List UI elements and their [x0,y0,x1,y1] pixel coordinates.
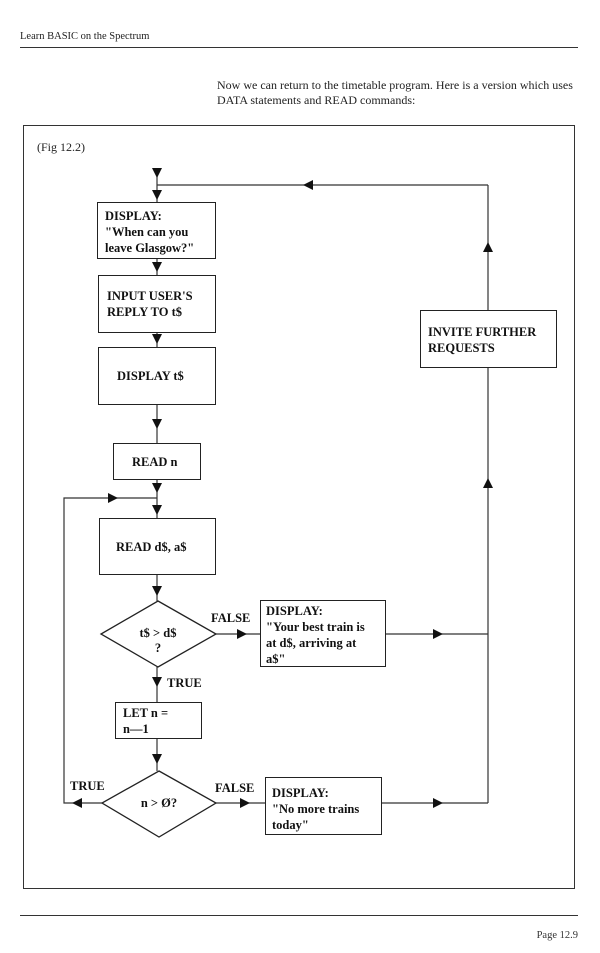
edge-label-n-true: TRUE [70,779,105,793]
node-read-d-a-text: READ d$, a$ [116,540,187,554]
arrow-down-icon [152,677,162,687]
node-input-reply-text: INPUT USER'S REPLY TO t$ [107,289,193,319]
edge-label-compare-true: TRUE [167,676,202,690]
arrow-up-icon [483,478,493,488]
arrow-down-icon [152,334,162,344]
node-display-t: DISPLAY t$ [98,347,216,405]
intro-paragraph: Now we can return to the timetable progr… [217,78,573,107]
figure-label: (Fig 12.2) [37,140,85,154]
decision-diamond-compare [99,600,218,668]
node-display-best-text: DISPLAY: "Your best train is at d$, arri… [266,604,365,666]
page-number: Page 12.9 [536,930,578,941]
figure-frame [23,125,575,889]
footer-rule [20,915,578,916]
node-read-n-text: READ n [132,455,178,469]
node-read-d-a: READ d$, a$ [99,518,216,575]
arrow-left-icon [72,798,82,808]
node-let-n-text: LET n = n—1 [123,706,169,736]
arrow-down-icon [152,505,162,515]
decision-compare-text: t$ > d$ ? [139,626,177,655]
header-rule [20,47,578,48]
edge-label-n-false: FALSE [215,781,255,795]
arrow-up-icon [483,242,493,252]
node-read-n: READ n [113,443,201,480]
node-display-none: DISPLAY: "No more trains today" [265,777,382,835]
arrow-right-icon [108,493,118,503]
arrow-down-icon [152,168,162,178]
node-display-prompt: DISPLAY: "When can you leave Glasgow?" [97,202,216,259]
arrow-down-icon [152,754,162,764]
node-invite-text: INVITE FURTHER REQUESTS [428,325,537,355]
running-head: Learn BASIC on the Spectrum [20,31,150,42]
decision-n-text: n > Ø? [140,796,178,810]
decision-diamond-n [100,770,218,838]
arrow-down-icon [152,419,162,429]
node-input-reply: INPUT USER'S REPLY TO t$ [98,275,216,333]
arrow-down-icon [152,483,162,493]
arrow-right-icon [433,798,443,808]
arrow-right-icon [240,798,250,808]
arrow-left-icon [303,180,313,190]
node-invite: INVITE FURTHER REQUESTS [420,310,557,368]
node-display-best: DISPLAY: "Your best train is at d$, arri… [260,600,386,667]
node-let-n: LET n = n—1 [115,702,202,739]
node-display-none-text: DISPLAY: "No more trains today" [272,786,360,832]
arrow-right-icon [237,629,247,639]
arrow-right-icon [433,629,443,639]
arrow-down-icon [152,586,162,596]
edge-label-compare-false: FALSE [211,611,251,625]
arrow-down-icon [152,190,162,200]
arrow-down-icon [152,262,162,272]
node-display-prompt-text: DISPLAY: "When can you leave Glasgow?" [105,209,195,255]
node-display-t-text: DISPLAY t$ [117,369,184,383]
